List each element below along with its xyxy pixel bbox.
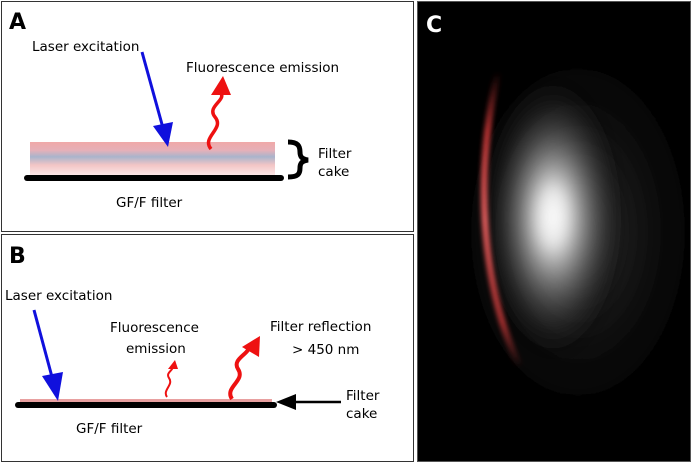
filter-cake-label-line2: cake [318,164,349,180]
fluorescence-emission-label-line1: Fluorescence [110,320,199,336]
panel-c-letter: C [426,13,442,38]
panel-b: B Laser excitation Fluorescence emission… [1,234,414,462]
red-emission-arc [480,71,524,369]
panel-a-letter: A [9,10,26,35]
gf-f-filter-label: GF/F filter [76,421,143,437]
gf-f-filter-bar [24,175,284,181]
laser-arrow-shaft [32,309,54,378]
filter-cake-layer [20,399,272,402]
panel-a-diagram: A Laser excitation Fluorescence emission… [9,10,352,211]
filter-reflection-label-line1: Filter reflection [270,319,371,335]
white-glow [478,67,628,367]
panel-b-letter: B [9,244,26,269]
filter-cake-label-line2: cake [346,406,377,422]
emission-wavy-shaft [206,90,224,151]
filter-cake-pointer-head [276,394,296,410]
fluorescence-photo: C [418,2,690,461]
fluorescence-arrow-head [168,360,178,369]
reflection-wavy-shaft [228,343,251,401]
fluorescence-emission-label: Fluorescence emission [186,60,339,76]
filter-cake-label-line1: Filter [346,388,380,404]
laser-arrow-shaft [140,51,165,129]
reflection-arrow-head [242,336,260,357]
fluorescence-wavy-shaft [164,365,174,398]
gf-f-filter-bar [15,402,277,408]
panel-a: A Laser excitation Fluorescence emission… [1,1,414,232]
fluorescence-emission-label-line2: emission [126,341,186,357]
laser-arrow-head [42,372,63,401]
panel-b-diagram: B Laser excitation Fluorescence emission… [5,244,380,437]
gf-f-filter-label: GF/F filter [116,195,183,211]
panel-c: C [417,1,691,462]
emission-arrow-head [211,76,231,95]
filter-cake-label-line1: Filter [318,146,352,162]
filter-reflection-label-line2: > 450 nm [292,342,359,358]
laser-excitation-label: Laser excitation [32,39,139,55]
filter-cake-brace [287,139,309,180]
laser-excitation-label: Laser excitation [5,288,112,304]
filter-cake-layer [30,142,275,175]
laser-arrow-head [153,122,173,147]
